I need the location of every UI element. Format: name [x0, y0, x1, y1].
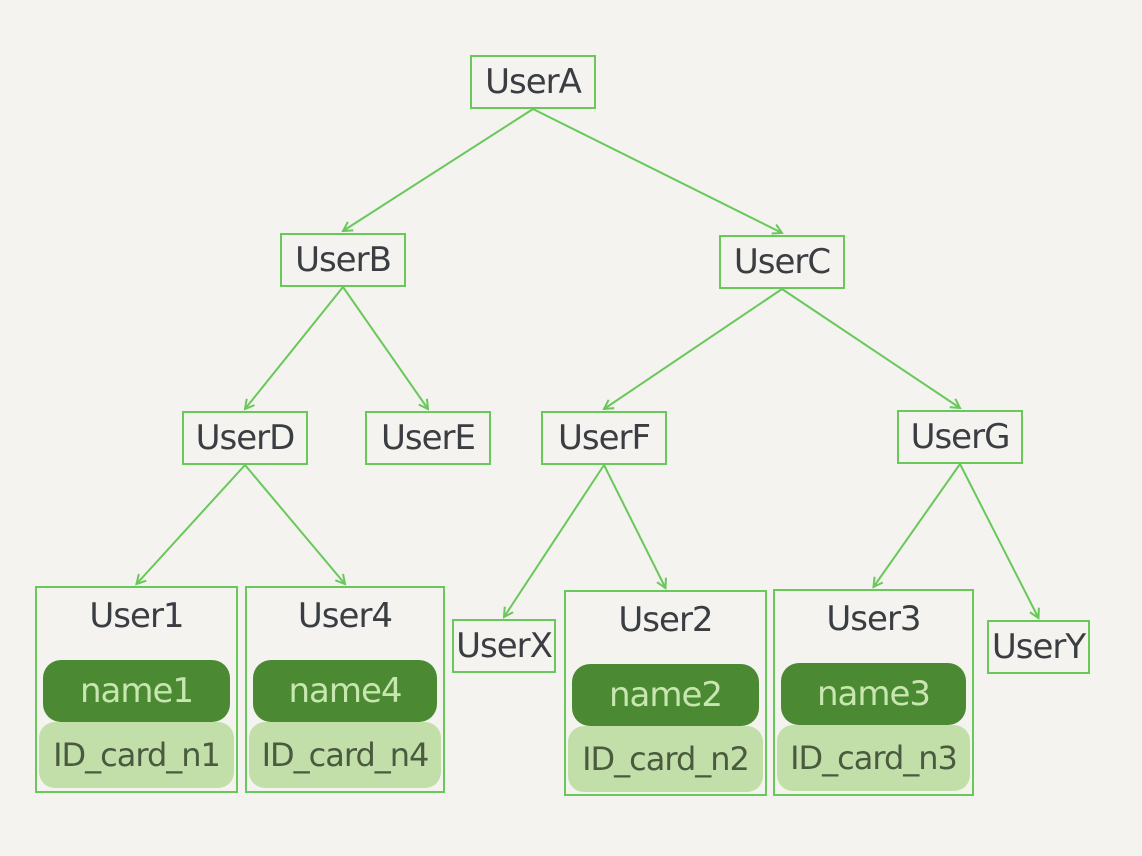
node-user-c: UserC — [719, 235, 845, 289]
edge-userA-to-userC — [532, 108, 782, 233]
name-field: name2 — [572, 664, 759, 726]
edge-userF-to-user2 — [603, 464, 666, 588]
name-field: name1 — [43, 660, 230, 722]
edge-userC-to-userF — [604, 288, 783, 409]
leaf-user-2: User2 name2 ID_card_n2 — [564, 590, 767, 796]
leaf-user-1: User1 name1 ID_card_n1 — [35, 586, 238, 793]
id-card-field: ID_card_n2 — [568, 726, 763, 792]
leaf-user-3: User3 name3 ID_card_n3 — [773, 589, 974, 796]
node-user-d: UserD — [182, 411, 308, 465]
node-user-f: UserF — [541, 411, 667, 465]
node-user-x: UserX — [452, 619, 556, 673]
id-card-field: ID_card_n1 — [39, 722, 234, 788]
edge-userG-to-userY — [959, 463, 1039, 618]
node-user-g: UserG — [897, 410, 1023, 464]
id-card-field: ID_card_n3 — [777, 725, 970, 791]
leaf-title: User4 — [297, 596, 393, 636]
leaf-title: User1 — [89, 596, 184, 636]
name-field: name4 — [253, 660, 437, 722]
node-user-y: UserY — [987, 620, 1090, 674]
edge-userG-to-user3 — [874, 463, 961, 587]
id-card-field: ID_card_n4 — [249, 722, 441, 788]
leaf-title: User3 — [826, 599, 921, 639]
edge-userD-to-user4 — [244, 464, 345, 584]
node-user-e: UserE — [365, 411, 491, 465]
leaf-user-4: User4 name4 ID_card_n4 — [245, 586, 445, 793]
leaf-title: User2 — [618, 600, 713, 640]
edge-userA-to-userB — [343, 108, 534, 231]
name-field: name3 — [781, 663, 966, 725]
node-user-b: UserB — [280, 233, 406, 287]
edge-userB-to-userD — [245, 286, 344, 409]
edge-userF-to-userX — [504, 464, 605, 617]
edge-userB-to-userE — [342, 286, 428, 409]
edge-userD-to-user1 — [137, 464, 246, 584]
edge-userC-to-userG — [781, 288, 960, 408]
node-user-a: UserA — [470, 55, 596, 109]
